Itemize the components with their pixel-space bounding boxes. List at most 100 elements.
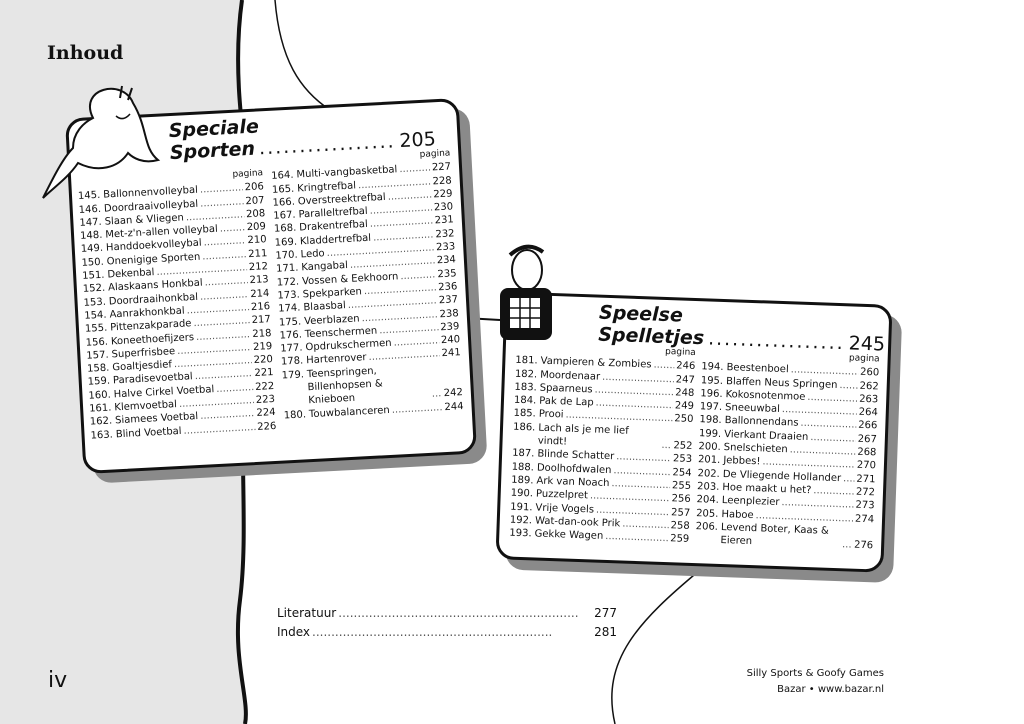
entry-number: 153. bbox=[83, 296, 107, 309]
entry-page: 249 bbox=[674, 400, 695, 413]
entry-page: 229 bbox=[433, 188, 453, 201]
entry-number: 155. bbox=[84, 322, 108, 336]
entry-page: 218 bbox=[252, 327, 272, 340]
entry-number: 196. bbox=[700, 388, 723, 400]
entry-page: 253 bbox=[672, 453, 693, 466]
entry-number: 205. bbox=[695, 507, 719, 520]
entry-number: 180. bbox=[283, 408, 307, 422]
entry-page: 259 bbox=[669, 533, 690, 546]
entry-number: 195. bbox=[700, 374, 724, 387]
leader-dots bbox=[605, 530, 668, 545]
entry-number: 203. bbox=[696, 481, 720, 493]
entry-number: 171. bbox=[275, 262, 299, 276]
entry-number: 197. bbox=[699, 401, 723, 414]
entry-page: 250 bbox=[674, 413, 694, 426]
entry-number: 192. bbox=[509, 514, 533, 527]
leader-dots bbox=[183, 421, 255, 438]
entry-page: 220 bbox=[253, 354, 274, 367]
entry-page: 257 bbox=[670, 506, 691, 519]
entry-page: 258 bbox=[670, 520, 690, 532]
leader-dots bbox=[653, 359, 674, 373]
entry-number: 187. bbox=[511, 448, 535, 460]
entry-number: 150. bbox=[81, 256, 105, 269]
footer-publisher: Bazar • www.bazar.nl bbox=[777, 684, 884, 695]
entry-number: 154. bbox=[84, 309, 107, 322]
entry-number: 194. bbox=[701, 361, 724, 374]
entry-page: 263 bbox=[858, 393, 879, 406]
leader-dots bbox=[312, 623, 592, 642]
entry-number: 185. bbox=[513, 408, 536, 420]
entry-page: 255 bbox=[671, 480, 692, 492]
entry-number: 167. bbox=[273, 209, 296, 222]
entry-page: 223 bbox=[255, 394, 276, 406]
entry-page: 226 bbox=[256, 420, 277, 433]
boy-illustration bbox=[500, 244, 552, 340]
entry-page: 222 bbox=[254, 380, 275, 393]
back-matter-entry[interactable]: Literatuur 277 bbox=[277, 604, 617, 623]
entry-page: 233 bbox=[435, 241, 456, 254]
entry-title: Literatuur bbox=[277, 606, 337, 620]
entry-number: 160. bbox=[88, 389, 112, 402]
entry-title: Gekke Wagen bbox=[534, 528, 604, 543]
entry-page: 252 bbox=[673, 440, 693, 453]
entry-page: 256 bbox=[671, 493, 691, 506]
entry-number: 151. bbox=[81, 269, 105, 282]
entry-page: 281 bbox=[594, 625, 617, 639]
entry-number: 188. bbox=[511, 461, 535, 474]
entry-number: 189. bbox=[511, 474, 534, 487]
entry-number: 182. bbox=[514, 368, 538, 381]
entry-number: 165. bbox=[271, 183, 295, 196]
entry-page: 235 bbox=[437, 267, 457, 280]
entry-number: 186. bbox=[512, 421, 536, 434]
entry-page: 232 bbox=[435, 228, 455, 241]
entry-number: 149. bbox=[80, 243, 104, 256]
entry-number: 198. bbox=[699, 414, 722, 427]
entry-page: 230 bbox=[433, 201, 454, 214]
entry-page: 273 bbox=[855, 499, 875, 512]
leader-dots bbox=[661, 439, 671, 453]
entry-page: 266 bbox=[858, 420, 878, 432]
entry-page: 234 bbox=[436, 254, 457, 267]
entry-title: Touwbalanceren bbox=[308, 404, 391, 420]
entry-title: Haboe bbox=[721, 508, 754, 521]
entry-number: 178. bbox=[280, 355, 304, 369]
leader-dots bbox=[219, 221, 245, 236]
entry-number: 206. bbox=[695, 520, 719, 533]
section-title-line2: Sporten bbox=[169, 137, 256, 165]
entry-number: 181. bbox=[515, 355, 538, 367]
entry-page: 244 bbox=[444, 400, 464, 413]
entry-page: 208 bbox=[245, 208, 266, 221]
entry-page: 221 bbox=[254, 367, 274, 380]
entry-number: 172. bbox=[276, 276, 300, 289]
entry-number: 166. bbox=[272, 196, 296, 209]
entry-number: 146. bbox=[78, 203, 102, 216]
entry-title: Levend Boter, Kaas & Eieren bbox=[720, 521, 829, 548]
entry-page: 260 bbox=[859, 367, 880, 379]
entry-number: 173. bbox=[277, 289, 301, 302]
entry-page: 238 bbox=[439, 307, 459, 320]
entry-page: 277 bbox=[594, 606, 617, 620]
entry-page: 237 bbox=[438, 294, 459, 307]
ghost-illustration bbox=[42, 85, 161, 199]
entry-page: 274 bbox=[854, 513, 875, 525]
entry-number: 179. bbox=[281, 369, 305, 382]
entry-number: 147. bbox=[79, 216, 102, 229]
entry-page: 264 bbox=[858, 406, 878, 419]
entry-page: 207 bbox=[245, 194, 265, 207]
back-matter-entry[interactable]: Index281 bbox=[277, 623, 617, 642]
entry-number: 164. bbox=[270, 169, 294, 183]
entry-number: 177. bbox=[280, 342, 303, 355]
entry-number: 191. bbox=[510, 501, 533, 513]
entry-page: 212 bbox=[248, 261, 269, 274]
entry-page: 236 bbox=[437, 281, 458, 294]
leader-dots bbox=[391, 401, 442, 417]
entry-number: 200. bbox=[698, 441, 721, 454]
entry-number: 169. bbox=[274, 236, 298, 249]
entry-page: 247 bbox=[675, 373, 696, 386]
entry-number: 174. bbox=[277, 302, 301, 315]
leader-dots bbox=[843, 472, 855, 486]
entry-page: 216 bbox=[250, 301, 271, 314]
entry-title: Jebbes! bbox=[723, 455, 761, 468]
entry-page: 246 bbox=[676, 360, 696, 373]
entry-number: 190. bbox=[510, 487, 534, 500]
